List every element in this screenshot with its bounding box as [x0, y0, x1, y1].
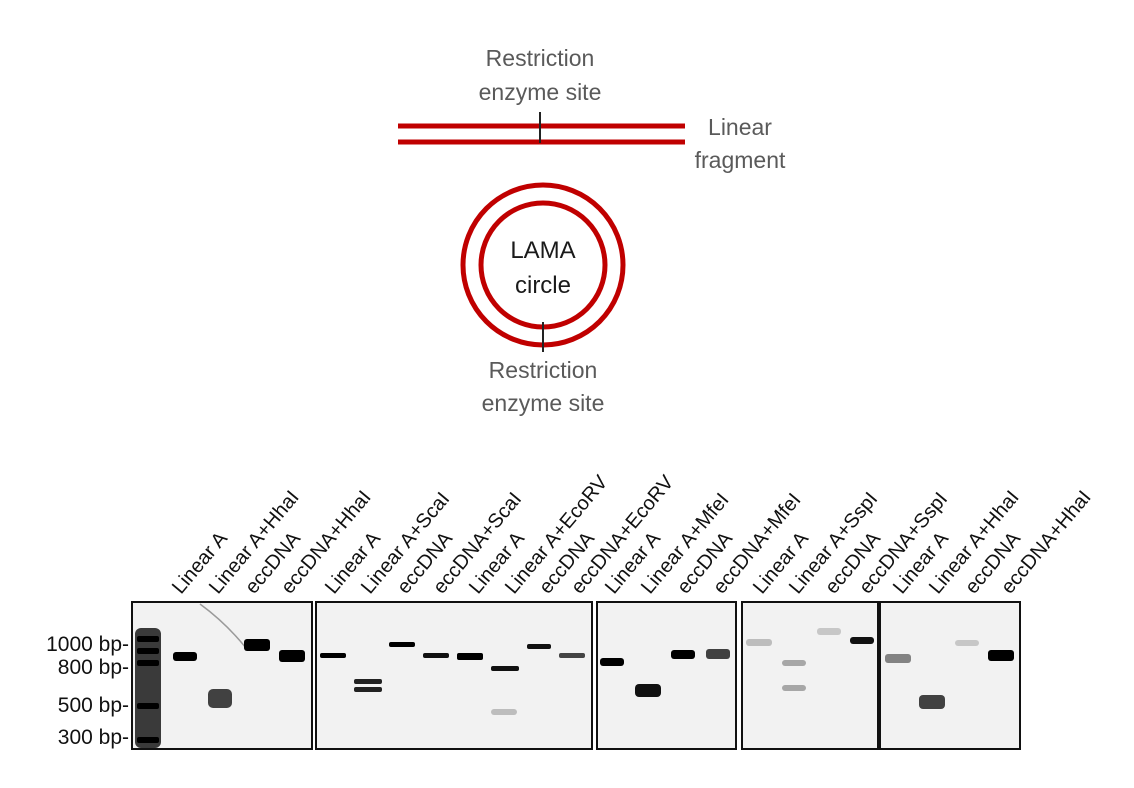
- gel-band: [354, 687, 382, 692]
- lane-labels: Linear A Linear A+HhaI eccDNA eccDNA+Hha…: [168, 471, 1096, 598]
- ladder-lane: [135, 628, 161, 748]
- gel-panel-3: [596, 601, 737, 750]
- gel-panel-1: [131, 601, 313, 750]
- ladder-label-500: 500 bp-: [58, 694, 129, 717]
- gel-band: [559, 653, 585, 658]
- gel-band: [173, 652, 197, 661]
- gel-band: [706, 649, 730, 659]
- ladder-band: [137, 648, 159, 654]
- gel-band: [457, 653, 483, 660]
- ladder-band: [137, 737, 159, 743]
- gel-band: [782, 660, 806, 666]
- gel-panel-4: [741, 601, 879, 750]
- gel-band: [491, 709, 517, 715]
- circle-site-label-line1: Restriction: [489, 357, 598, 383]
- gel-panel-5: [879, 601, 1021, 750]
- gel-band: [746, 639, 772, 646]
- circle-outer-strand: [460, 182, 626, 348]
- ladder-label-300: 300 bp-: [58, 726, 129, 749]
- gel-band: [244, 639, 270, 651]
- gel-band: [279, 650, 305, 662]
- gel-band: [527, 644, 551, 649]
- gel-band: [354, 679, 382, 684]
- ladder-band: [137, 703, 159, 709]
- gel-band: [320, 653, 346, 658]
- circle-label-line2: circle: [515, 272, 571, 299]
- linear-fragment-label-line2: fragment: [695, 147, 786, 173]
- linear-fragment-label-line1: Linear: [708, 114, 772, 140]
- circle-inner-strand: [478, 200, 608, 330]
- gel-band: [600, 658, 624, 666]
- gel-band: [782, 685, 806, 691]
- gel-band: [955, 640, 979, 646]
- gel-band: [885, 654, 911, 663]
- gel-band: [491, 666, 519, 671]
- gel-band: [423, 653, 449, 658]
- gel-band: [817, 628, 841, 635]
- ladder-label-1000: 1000 bp-: [46, 633, 129, 656]
- gel-image: 1000 bp- 800 bp- 500 bp- 300 bp-: [46, 471, 1096, 750]
- circle-site-label-line2: enzyme site: [482, 390, 605, 416]
- gel-panel-2: [315, 601, 593, 750]
- gel-band: [671, 650, 695, 659]
- lama-circle-schematic: LAMA circle Restriction enzyme site: [460, 182, 626, 416]
- ladder-label-800: 800 bp-: [58, 656, 129, 679]
- gel-band: [635, 684, 661, 697]
- circle-label-line1: LAMA: [510, 237, 575, 264]
- gel-band: [389, 642, 415, 647]
- ladder-band: [137, 660, 159, 666]
- gel-band: [208, 689, 232, 708]
- ladder-band: [137, 636, 159, 642]
- linear-site-label-line2: enzyme site: [479, 79, 602, 105]
- gel-band: [988, 650, 1014, 661]
- ladder-smear: [135, 628, 161, 748]
- gel-scratch: [199, 603, 247, 649]
- gel-band: [850, 637, 874, 644]
- linear-fragment-schematic: Restriction enzyme site Linear fragment: [398, 45, 786, 173]
- linear-site-label-line1: Restriction: [486, 45, 595, 71]
- gel-band: [919, 695, 945, 709]
